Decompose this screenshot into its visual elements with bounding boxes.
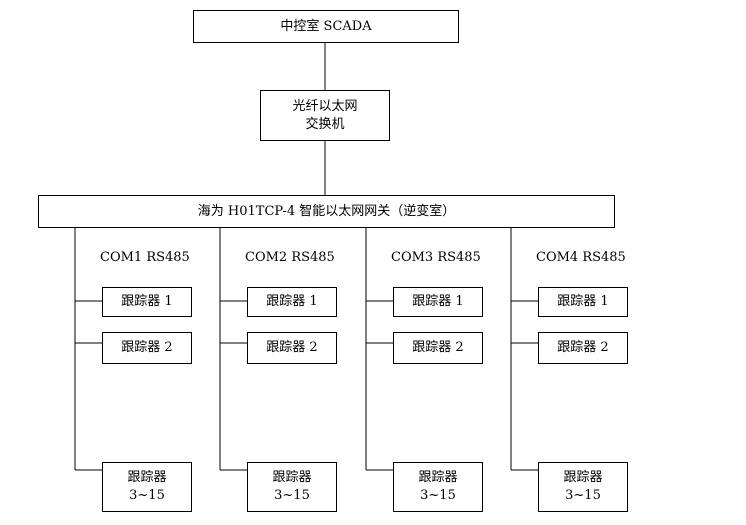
tracker-node: 跟踪器 1	[247, 287, 337, 317]
tracker-label: 跟踪器 2	[557, 340, 609, 355]
tracker-label: 跟踪器	[418, 470, 458, 485]
com-port-label: COM2 RS485	[245, 250, 335, 265]
tracker-label: 跟踪器	[272, 470, 312, 485]
tracker-range-label: 3~15	[420, 488, 456, 503]
ethernet-switch-node: 光纤以太网 交换机	[260, 90, 390, 141]
tracker-range-label: 3~15	[129, 488, 165, 503]
tracker-node: 跟踪器 2	[247, 332, 337, 364]
tracker-label: 跟踪器	[127, 470, 167, 485]
tracker-label: 跟踪器	[563, 470, 603, 485]
tracker-node: 跟踪器 3~15	[393, 462, 483, 512]
tracker-node: 跟踪器 2	[102, 332, 192, 364]
tracker-range-label: 3~15	[274, 488, 310, 503]
tracker-label: 跟踪器 1	[266, 294, 318, 309]
tracker-label: 跟踪器 2	[266, 340, 318, 355]
tracker-label: 跟踪器 1	[557, 294, 609, 309]
tracker-node: 跟踪器 3~15	[538, 462, 628, 512]
tracker-range-label: 3~15	[565, 488, 601, 503]
tracker-node: 跟踪器 1	[393, 287, 483, 317]
tracker-label: 跟踪器 2	[121, 340, 173, 355]
tracker-node: 跟踪器 3~15	[102, 462, 192, 512]
scada-node: 中控室 SCADA	[193, 10, 459, 43]
com-port-label: COM1 RS485	[100, 250, 190, 265]
com-port-label: COM3 RS485	[391, 250, 481, 265]
tracker-node: 跟踪器 1	[538, 287, 628, 317]
tracker-label: 跟踪器 2	[412, 340, 464, 355]
switch-label-line1: 光纤以太网	[292, 98, 358, 114]
tracker-label: 跟踪器 1	[121, 294, 173, 309]
tracker-label: 跟踪器 1	[412, 294, 464, 309]
gateway-label: 海为 H01TCP-4 智能以太网网关（逆变室）	[197, 203, 456, 219]
switch-label-line2: 交换机	[305, 116, 345, 132]
tracker-node: 跟踪器 2	[538, 332, 628, 364]
scada-label: 中控室 SCADA	[280, 18, 372, 34]
tracker-node: 跟踪器 3~15	[247, 462, 337, 512]
tracker-node: 跟踪器 2	[393, 332, 483, 364]
gateway-node: 海为 H01TCP-4 智能以太网网关（逆变室）	[38, 195, 615, 228]
tracker-node: 跟踪器 1	[102, 287, 192, 317]
com-port-label: COM4 RS485	[536, 250, 626, 265]
